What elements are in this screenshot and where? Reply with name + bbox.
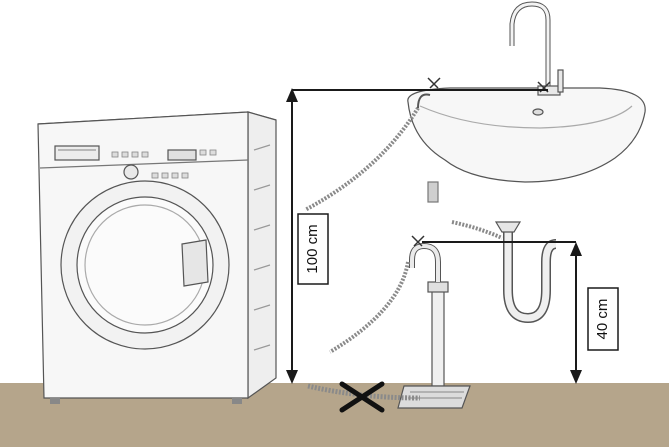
drain-hose-sink <box>304 106 420 212</box>
program-knob <box>123 164 139 180</box>
door-glass <box>76 196 214 334</box>
drain-hose-siphon <box>451 220 503 240</box>
detergent-drawer <box>54 145 100 161</box>
drain-hose-floor <box>307 383 421 401</box>
washing-machine <box>37 111 277 404</box>
machine-side <box>247 111 277 400</box>
display-panel <box>167 149 197 161</box>
label-lower-height: 40 cm <box>587 287 619 351</box>
faucet <box>509 1 551 92</box>
dimension-lower <box>422 241 582 384</box>
hose-tie-sink <box>427 77 441 89</box>
dimension-upper <box>286 88 548 384</box>
label-upper-height: 100 cm <box>297 213 329 285</box>
sink-drain <box>532 108 544 116</box>
hose-tie-standpipe <box>411 235 425 247</box>
standpipe-assembly <box>397 221 557 409</box>
sink <box>407 1 646 203</box>
drain-hose-standpipe <box>328 261 410 354</box>
sink-basin <box>407 87 646 183</box>
faucet-lever <box>557 69 564 93</box>
door-handle <box>181 239 209 287</box>
standpipe <box>431 289 445 387</box>
lower-height-text: 40 cm <box>594 299 611 340</box>
upper-height-text: 100 cm <box>304 224 321 273</box>
cross-mark-icon <box>339 381 385 413</box>
